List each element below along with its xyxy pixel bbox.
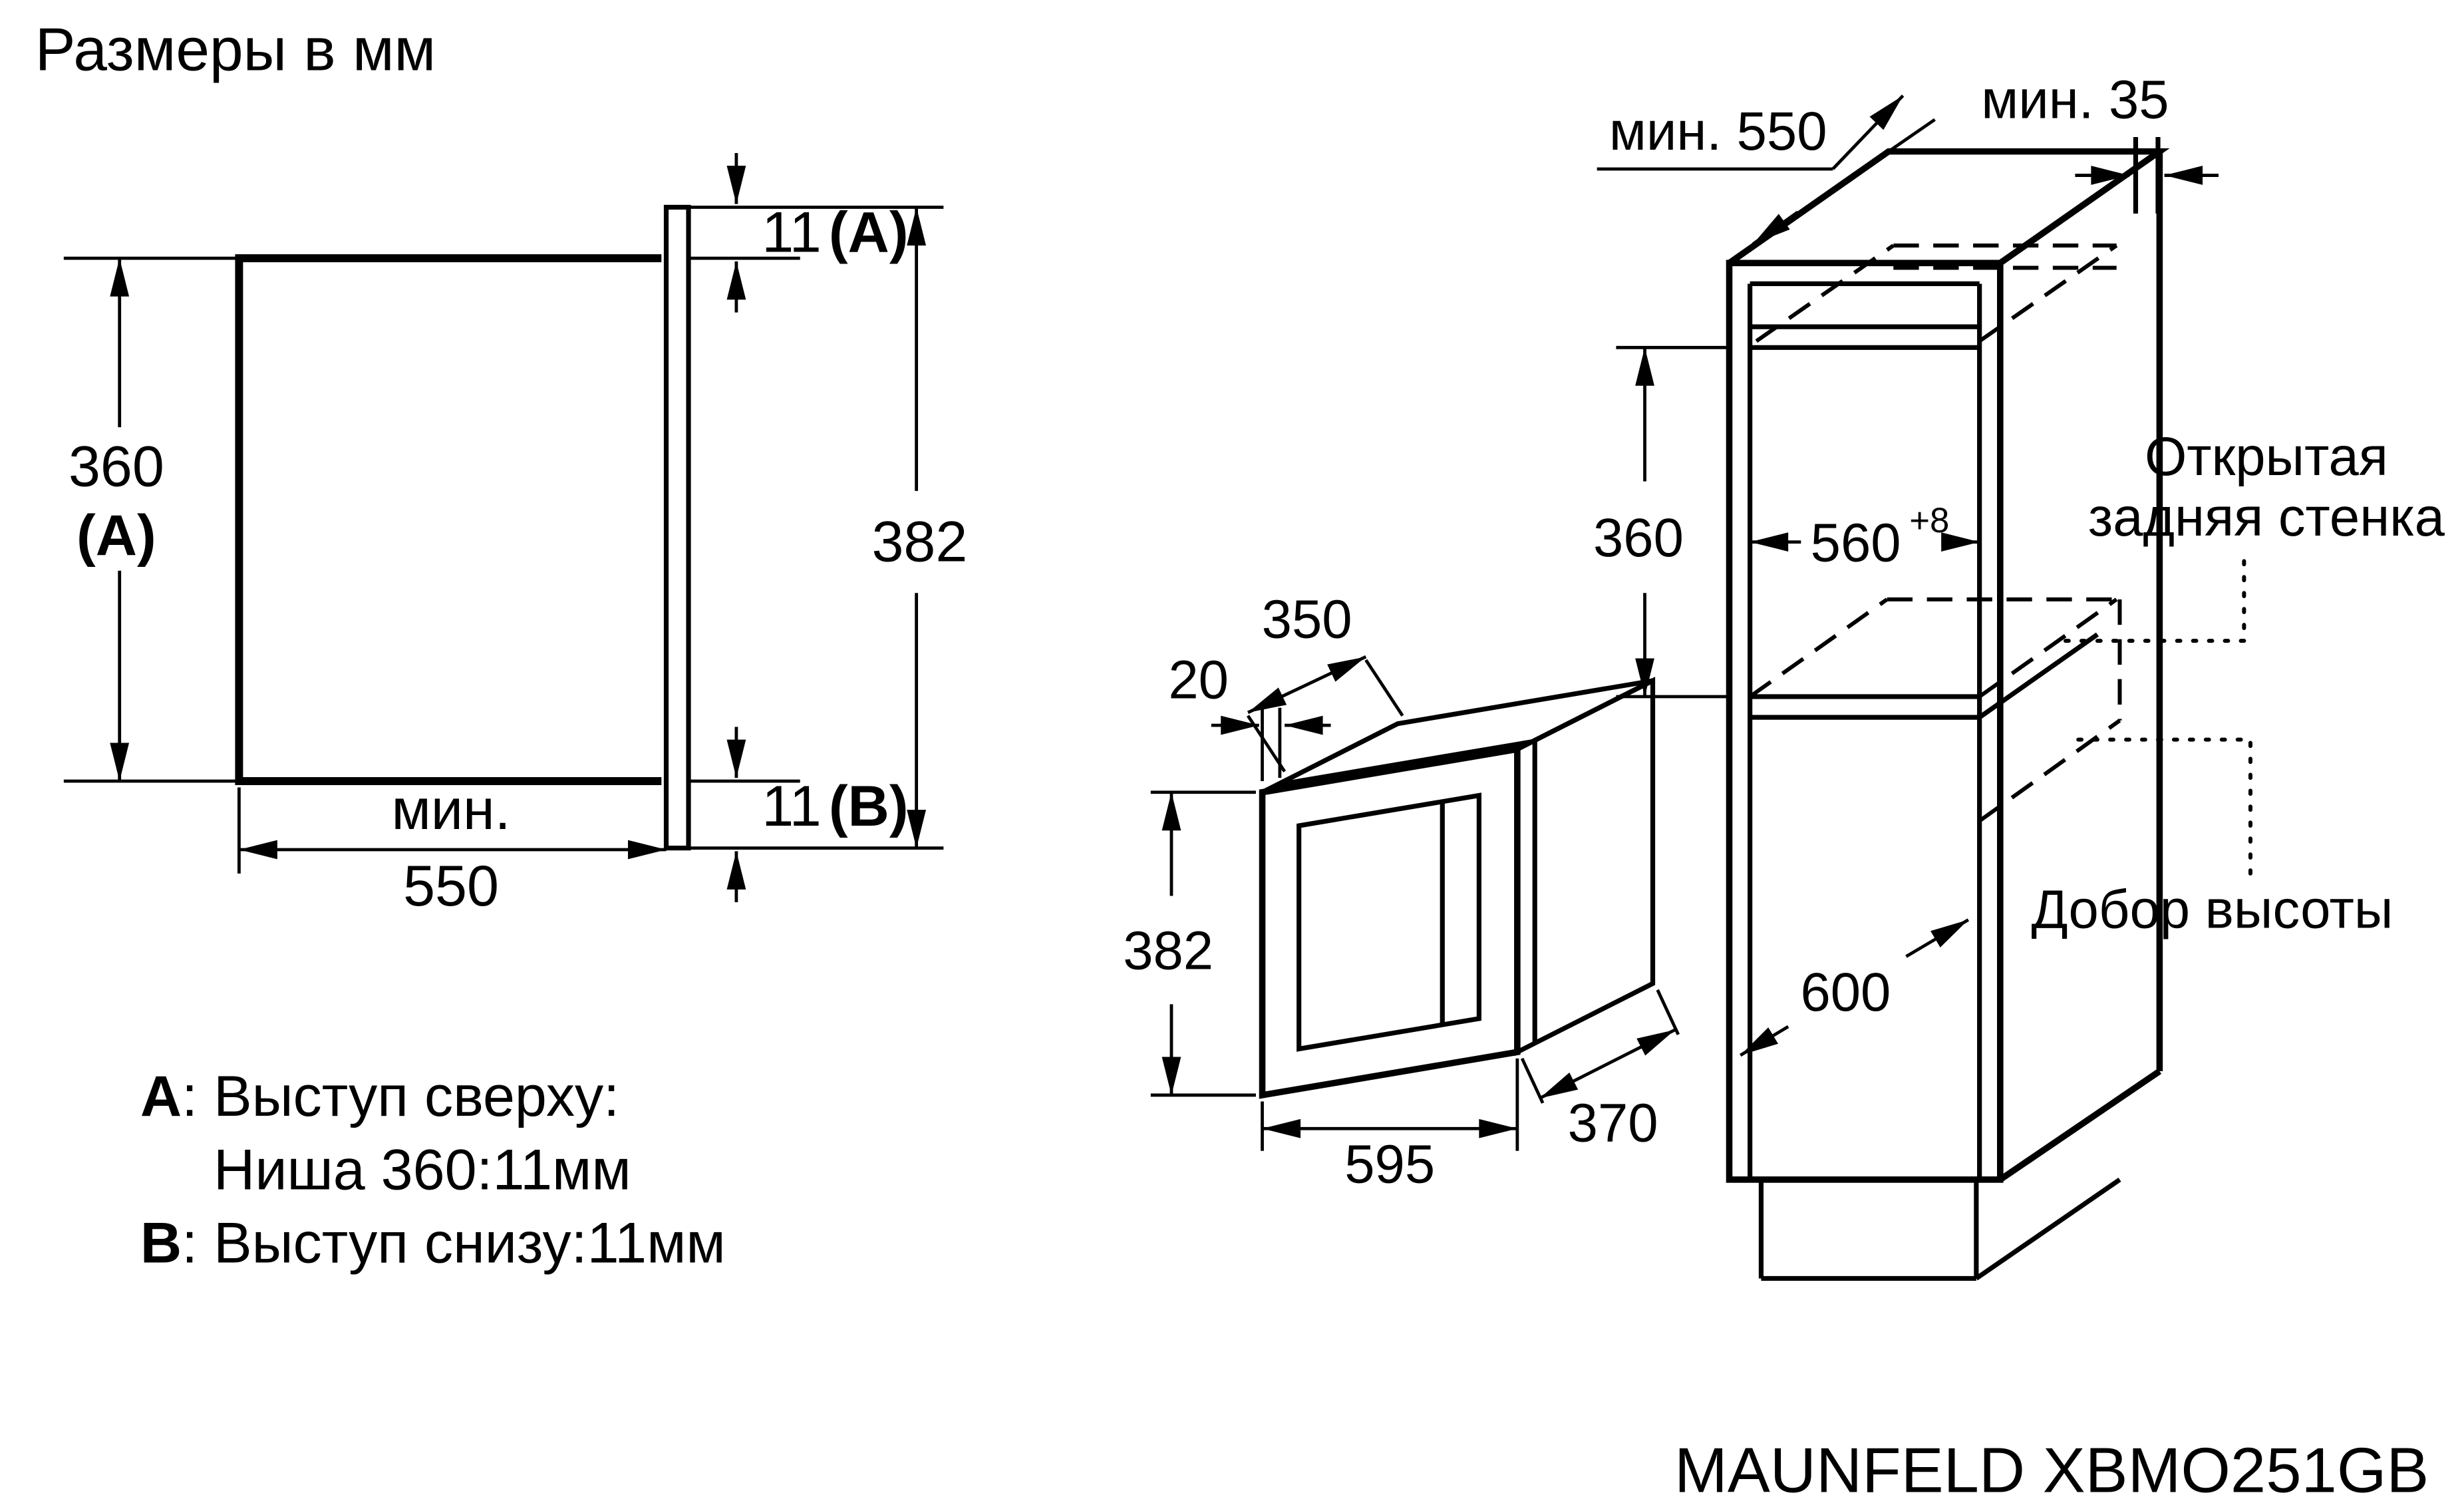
microwave-view: 20 350 382 595 370 (1123, 589, 1680, 1195)
legend-line-a2: Ниша 360:11мм (214, 1138, 631, 1202)
dim-mw-width-value: 595 (1344, 1134, 1435, 1195)
dim-wall-gap-min: мин. 35 (1981, 69, 2219, 214)
dim-niche-depth-min: мин. 550 (237, 778, 667, 918)
model-name: MAUNFELD XBMO251GB (1674, 1435, 2429, 1506)
niche-outline (235, 254, 662, 785)
legend: A: Выступ сверху: Ниша 360:11мм B: Высту… (140, 1065, 726, 1275)
dim-mw-height-value: 382 (1123, 921, 1213, 981)
dim-mw-width: 595 (1261, 1058, 1519, 1195)
dim-niche-height-ref: (A) (77, 504, 156, 568)
label-height-filler-text: Добор высоты (2031, 879, 2393, 939)
label-height-filler: Добор высоты (2031, 737, 2393, 939)
dim-front-height: 382 (690, 206, 967, 850)
dim-top-overhang-value: 11 (762, 201, 822, 265)
dim-cab-niche-height: 360 (1593, 345, 1730, 699)
cabinet-hidden-edges (1748, 243, 2122, 823)
dim-niche-height: 360 (A) (63, 256, 239, 783)
dim-niche-depth-min-label: мин. (391, 778, 510, 842)
legend-line-a: A: Выступ сверху: (140, 1065, 619, 1128)
dim-cab-bottom-depth-value: 600 (1800, 962, 1891, 1023)
microwave-body (1259, 677, 1656, 1099)
cabinet-carcass (1726, 148, 2170, 1281)
dim-mw-depth: 370 (1520, 989, 1680, 1153)
dim-body-depth-value: 350 (1262, 589, 1352, 649)
dim-top-overhang: 11 (A) (690, 153, 909, 313)
page-title: Размеры в мм (35, 16, 436, 83)
dim-cab-bottom-depth: 600 (1740, 918, 1970, 1057)
dim-cab-niche-width-tolerance: +8 (1909, 501, 1949, 540)
label-open-back: Открытая задняя стенка (2064, 426, 2445, 643)
label-open-back-line1: Открытая (2145, 426, 2388, 487)
dim-cab-niche-width: 560 +8 (1750, 501, 1980, 573)
dim-top-overhang-ref: (A) (829, 201, 909, 265)
dim-wall-gap-min-value: мин. 35 (1981, 69, 2169, 130)
microwave-door-window (1297, 792, 1481, 1052)
front-frame-panel (663, 204, 691, 851)
legend-line-b: B: Выступ снизу:11мм (140, 1212, 726, 1275)
dim-cab-niche-width-value: 560 (1811, 512, 1901, 573)
dim-door-thickness: 20 (1168, 649, 1331, 781)
dim-cabinet-depth-min-value: мин. 550 (1609, 101, 1827, 162)
dim-cabinet-depth-min: мин. 550 (1597, 94, 1936, 246)
dim-niche-depth-min-value: 550 (403, 854, 499, 918)
dim-mw-height: 382 (1123, 790, 1256, 1097)
niche-side-view: 360 (A) 11 (A) 382 11 (B) (63, 153, 967, 918)
cabinet-view: мин. 550 мин. 35 360 560 +8 (1593, 69, 2445, 1281)
dim-cab-niche-height-value: 360 (1593, 508, 1684, 568)
dim-body-depth: 350 (1246, 589, 1404, 772)
dim-niche-height-value: 360 (69, 435, 164, 499)
dim-front-height-value: 382 (871, 510, 967, 574)
dim-door-thickness-value: 20 (1168, 649, 1229, 710)
label-open-back-line2: задняя стенка (2088, 487, 2445, 548)
dim-bottom-overhang-value: 11 (762, 774, 822, 838)
dim-bottom-overhang-ref: (B) (829, 774, 909, 838)
dim-bottom-overhang: 11 (B) (690, 727, 909, 903)
dim-mw-depth-value: 370 (1568, 1092, 1658, 1153)
